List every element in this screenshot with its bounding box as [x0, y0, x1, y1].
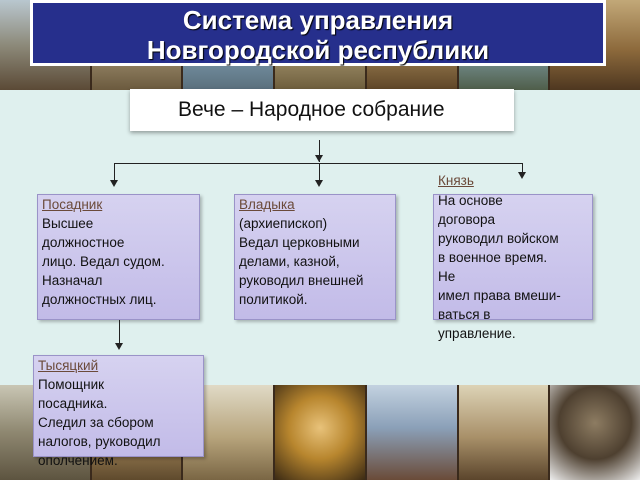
tysyatsky-box: Тысяцкий Помощник посадника. Следил за с…: [33, 355, 204, 468]
arrow-head-knyaz: [518, 172, 526, 179]
icon-portrait: [275, 385, 367, 480]
connector-horizontal: [114, 163, 523, 164]
boats-crowd-painting: [366, 385, 459, 480]
arrow-head-posadnik: [110, 180, 118, 187]
arrow-head-main: [315, 155, 323, 162]
vladyka-heading: Владыка: [239, 197, 295, 212]
posadnik-text: Высшее должностное лицо. Ведал судом. На…: [42, 216, 165, 307]
arrow-head-tysyatsky: [115, 343, 123, 350]
knyaz-box: [433, 194, 593, 320]
connector-to-knyaz: [522, 163, 523, 173]
title-line-1: Система управления: [182, 5, 454, 35]
knyaz-text: На основе договора руководил войском в в…: [438, 193, 561, 341]
connector-to-tysyatsky: [119, 320, 120, 346]
veche-box: Вече – Народное собрание: [130, 89, 514, 131]
title-line-2: Новгородской республики: [146, 35, 490, 65]
vladyka-text: (архиепископ) Ведал церковными делами, к…: [239, 216, 364, 307]
bust-sculpture: [550, 385, 640, 480]
title-banner: Система управления Новгородской республи…: [30, 0, 606, 66]
posadnik-heading: Посадник: [42, 197, 103, 212]
tysyatsky-heading: Тысяцкий: [38, 358, 99, 373]
vladyka-box: Владыка (архиепископ) Ведал церковными д…: [234, 194, 396, 320]
knyaz-heading: Князь: [438, 173, 474, 188]
tysyatsky-text: Помощник посадника. Следил за сбором нал…: [38, 377, 161, 468]
arrow-head-vladyka: [315, 180, 323, 187]
posadnik-box: Посадник Высшее должностное лицо. Ведал …: [37, 194, 200, 320]
assembly-painting: [458, 385, 551, 480]
connector-vertical-main: [319, 140, 320, 162]
connector-to-vladyka: [319, 163, 320, 181]
connector-to-posadnik: [114, 163, 115, 181]
